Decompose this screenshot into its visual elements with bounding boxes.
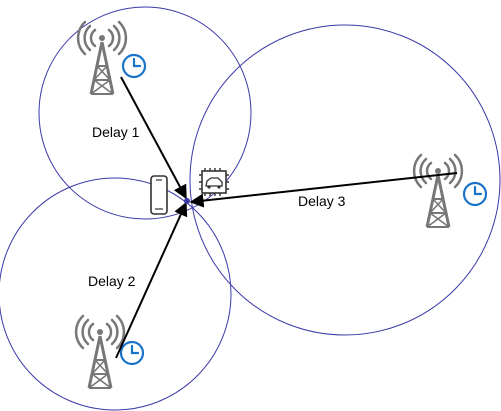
cell-tower-icon bbox=[76, 20, 128, 96]
delay-arrow-3 bbox=[189, 172, 458, 208]
clock-icon bbox=[121, 53, 147, 79]
delay-arrow-1 bbox=[120, 76, 187, 200]
delay-2-label: Delay 2 bbox=[88, 273, 136, 289]
clock-icon bbox=[119, 340, 145, 366]
receiver-point bbox=[184, 198, 190, 204]
coverage-circle-3 bbox=[189, 24, 501, 336]
clock-icon bbox=[462, 181, 488, 207]
cell-tower-icon bbox=[412, 153, 464, 229]
delay-3-label: Delay 3 bbox=[298, 193, 346, 209]
delay-1-label: Delay 1 bbox=[92, 124, 140, 140]
cell-tower-icon bbox=[74, 314, 126, 390]
coverage-circle-2 bbox=[0, 177, 232, 411]
delay-arrow-2 bbox=[115, 201, 188, 359]
smartphone-icon bbox=[150, 175, 168, 215]
coverage-circle-1 bbox=[38, 6, 252, 220]
vehicle-chip-icon bbox=[199, 168, 229, 196]
